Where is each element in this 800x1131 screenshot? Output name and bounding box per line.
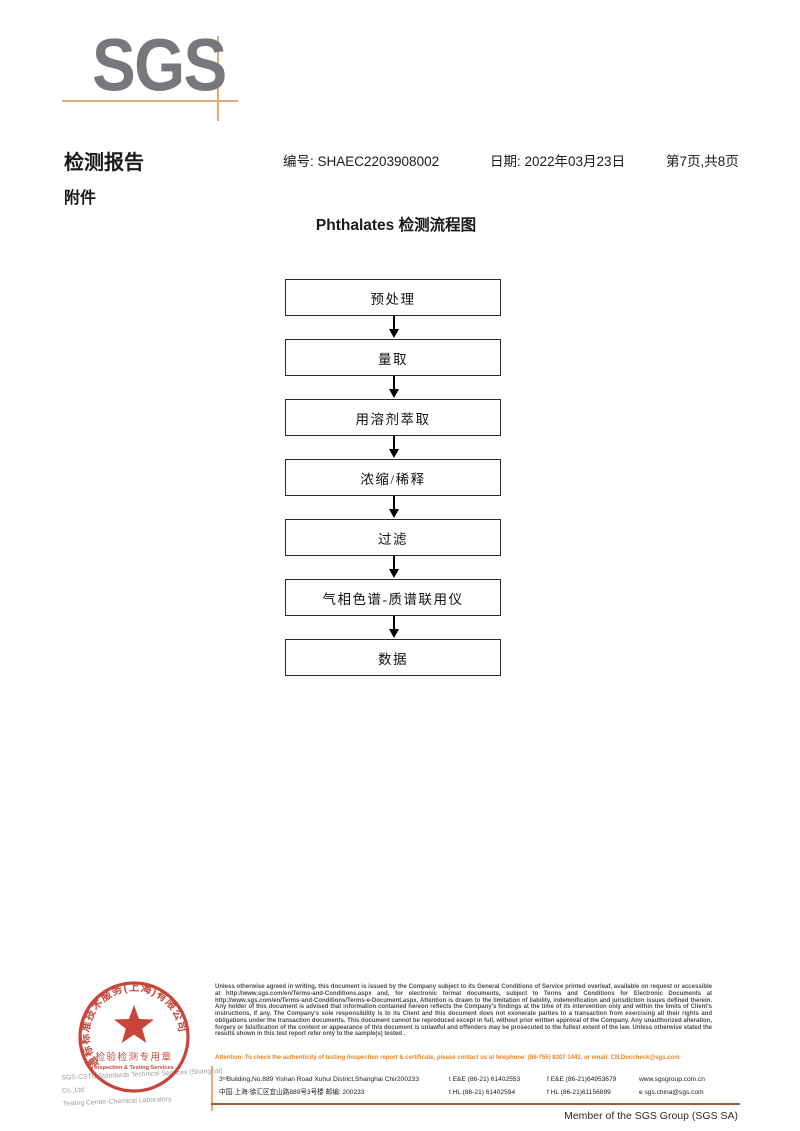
page-indicator: 第7页,共8页 bbox=[666, 154, 739, 169]
flow-step-pretreatment: 预处理 bbox=[285, 279, 501, 316]
postcode-en: 200233 bbox=[397, 1076, 420, 1083]
red-company-stamp: 通标标准技术服务(上海)有限公司 检验检测专用章 Inspection & Te… bbox=[78, 981, 190, 1093]
flow-arrow-down-icon bbox=[388, 616, 400, 638]
fax-en: f E&E (86-21)64953679 bbox=[547, 1076, 617, 1083]
flow-step-solvent-extraction: 用溶剂萃取 bbox=[285, 399, 501, 436]
fax-cn: f HL (86-21)61156899 bbox=[547, 1089, 611, 1096]
sgs-logo-text: SGS bbox=[92, 23, 227, 107]
sgs-group-member-text: Member of the SGS Group (SGS SA) bbox=[564, 1110, 738, 1122]
telephone-cn: t HL (86-21) 61402594 bbox=[449, 1089, 516, 1096]
flow-arrow-down-icon bbox=[388, 376, 400, 398]
flow-arrow-down-icon bbox=[388, 436, 400, 458]
sgs-logo: SGS bbox=[0, 0, 260, 140]
footer-horizontal-line bbox=[211, 1103, 740, 1105]
legal-disclaimer-text: Unless otherwise agreed in writing, this… bbox=[215, 984, 712, 1038]
address-row-cn: 中国·上海·徐汇区宜山路889号3号楼 邮编: 200233 t HL (86-… bbox=[219, 1086, 739, 1099]
address-divider-line bbox=[211, 1066, 213, 1111]
stamp-outer-ring bbox=[78, 981, 190, 1093]
stamp-star-icon bbox=[114, 1005, 154, 1043]
website-url: www.sgsgroup.com.cn bbox=[639, 1076, 705, 1083]
address-cn: 中国·上海·徐汇区宜山路889号3号楼 邮编: 200233 bbox=[219, 1089, 365, 1096]
attachment-label: 附件 bbox=[64, 190, 97, 207]
address-block: 3ʳᵈBuilding,No.889 Yishan Road Xuhui Dis… bbox=[219, 1073, 739, 1099]
report-title: 检测报告 bbox=[64, 152, 144, 174]
flow-arrow-down-icon bbox=[388, 496, 400, 518]
address-en: 3ʳᵈBuilding,No.889 Yishan Road Xuhui Dis… bbox=[219, 1076, 397, 1083]
telephone-en: t E&E (86-21) 61402553 bbox=[449, 1076, 521, 1083]
logo-crosshair-horizontal-line bbox=[62, 100, 238, 102]
flow-arrow-down-icon bbox=[388, 556, 400, 578]
report-number: 编号: SHAEC2203908002 bbox=[283, 154, 440, 169]
attention-notice: Attention: To check the authenticity of … bbox=[215, 1055, 680, 1061]
flow-step-filter: 过滤 bbox=[285, 519, 501, 556]
email-address: e sgs.china@sgs.com bbox=[639, 1089, 704, 1096]
address-row-en: 3ʳᵈBuilding,No.889 Yishan Road Xuhui Dis… bbox=[219, 1073, 739, 1086]
report-date: 日期: 2022年03月23日 bbox=[490, 154, 626, 169]
flow-step-measure: 量取 bbox=[285, 339, 501, 376]
flow-arrow-down-icon bbox=[388, 316, 400, 338]
flow-step-concentrate-dilute: 浓缩/稀释 bbox=[285, 459, 501, 496]
stamp-line2: Inspection & Testing Services bbox=[94, 1065, 173, 1071]
stamp-line1: 检验检测专用章 bbox=[95, 1051, 172, 1063]
flow-step-gcms: 气相色谱-质谱联用仪 bbox=[285, 579, 501, 616]
logo-crosshair-vertical-line bbox=[217, 36, 219, 121]
flow-step-data: 数据 bbox=[285, 639, 501, 676]
flowchart-title: Phthalates 检测流程图 bbox=[315, 217, 477, 234]
